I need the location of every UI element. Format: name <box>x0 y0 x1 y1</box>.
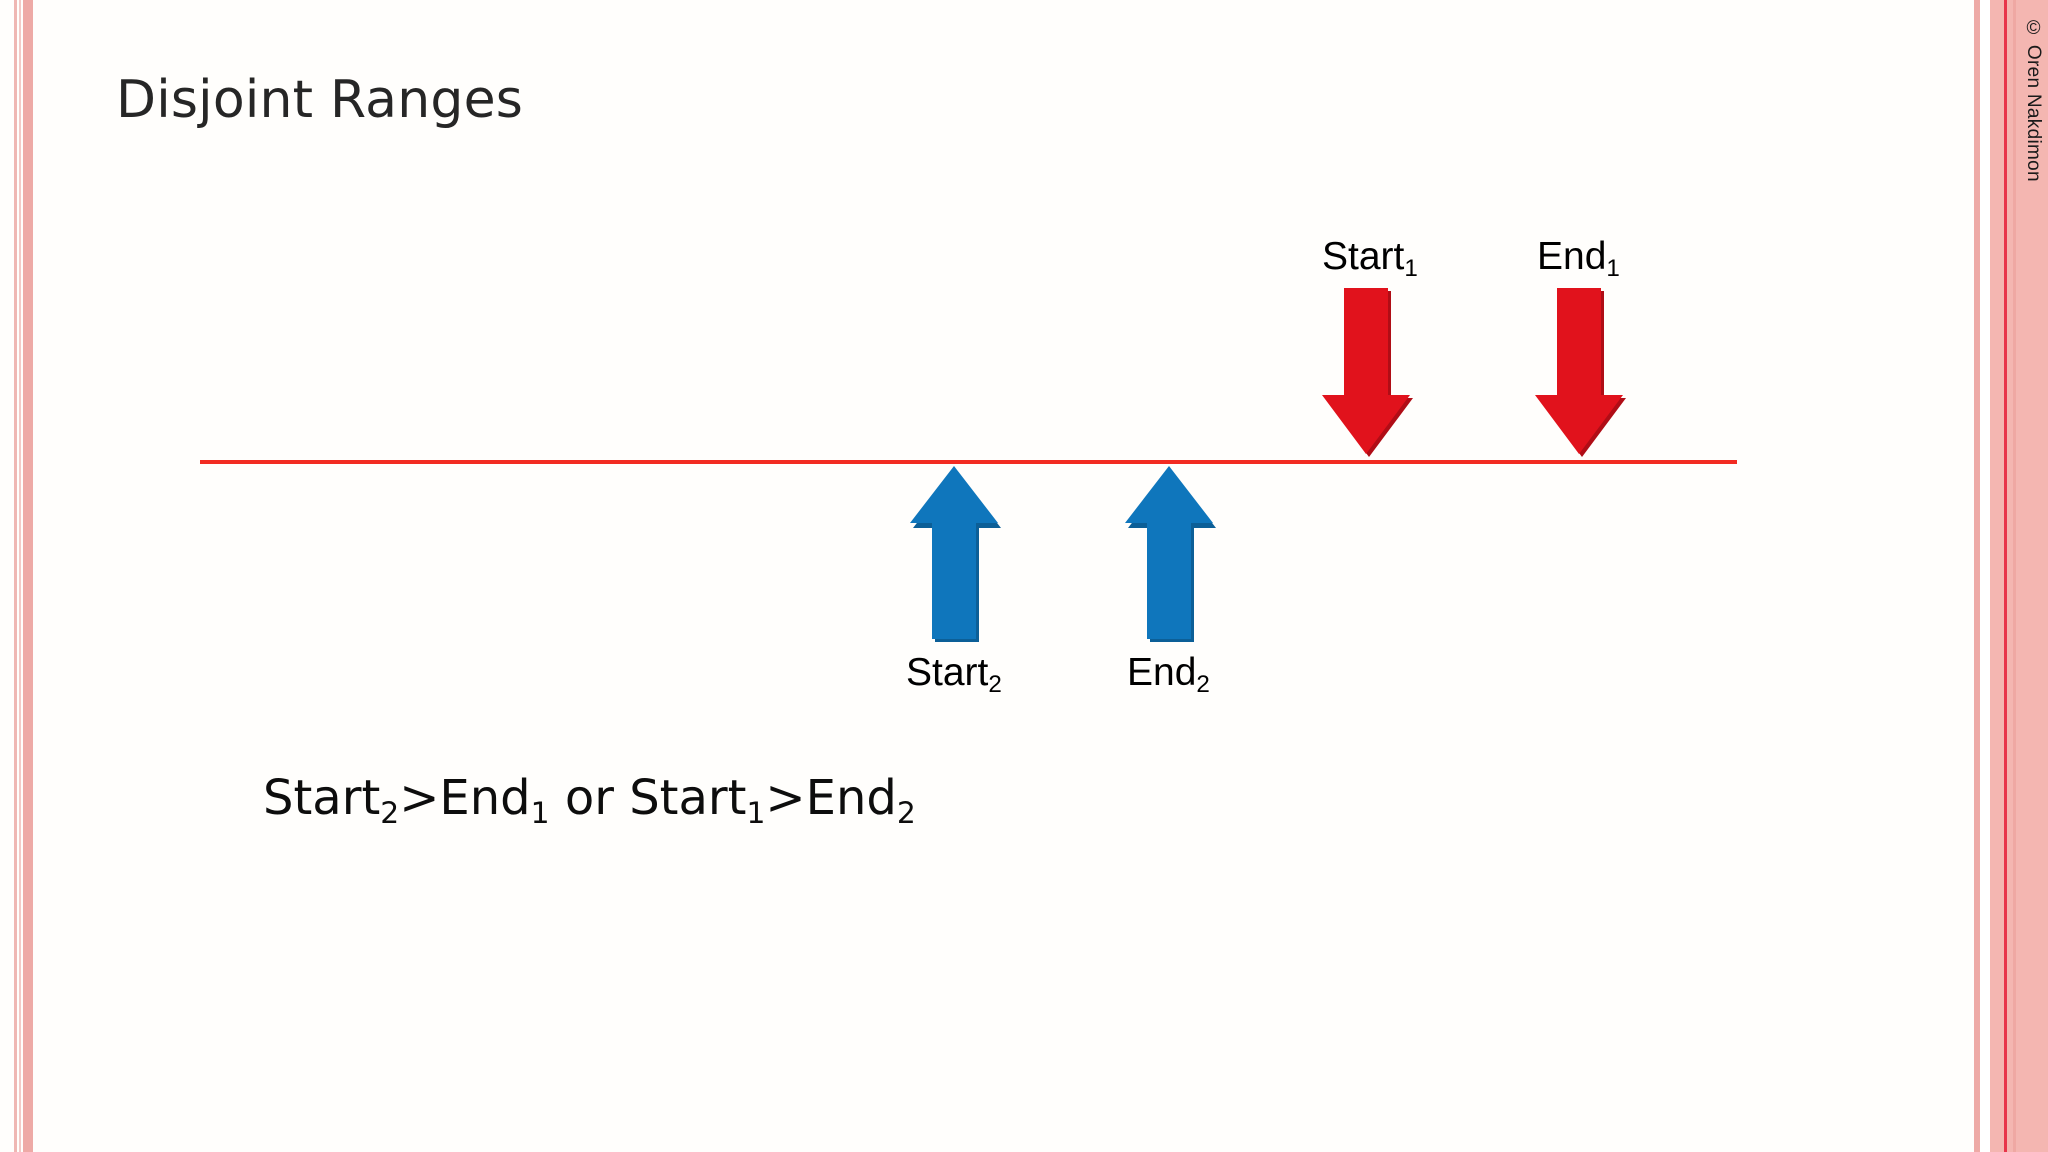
formula-token: End <box>805 770 897 826</box>
formula-token: Start <box>263 770 381 826</box>
marker-label-start1: Start1 <box>1322 235 1418 280</box>
arrow-up-end2 <box>1123 466 1219 642</box>
arrow-down-end1 <box>1533 288 1629 460</box>
marker-label-end1-subscript: 1 <box>1606 254 1620 282</box>
marker-label-end2-subscript: 2 <box>1196 670 1210 698</box>
formula-subscript: 1 <box>746 795 766 831</box>
formula-subscript: 2 <box>896 795 916 831</box>
marker-label-end1: End1 <box>1537 235 1620 280</box>
formula-token: End <box>439 770 531 826</box>
right-border-accent-line <box>2004 0 2007 1152</box>
formula-subscript: 1 <box>530 795 550 831</box>
formula-token: or <box>549 770 630 826</box>
left-border-stripe-wide <box>23 0 33 1152</box>
disjoint-condition-formula: Start2>End1 or Start1>End2 <box>263 774 916 828</box>
right-border-gap <box>1980 0 1990 1152</box>
marker-label-end2: End2 <box>1127 651 1210 696</box>
number-line <box>200 460 1737 464</box>
right-border-panel <box>1990 0 2048 1152</box>
formula-token: > <box>399 770 440 826</box>
left-border-stripe-thin-a <box>14 0 17 1152</box>
formula-token: Start <box>629 770 747 826</box>
arrow-down-start1 <box>1320 288 1416 460</box>
page-title: Disjoint Ranges <box>116 70 524 130</box>
copyright-notice: © Oren Nakdimon <box>2023 18 2044 182</box>
marker-label-start1-subscript: 1 <box>1404 254 1418 282</box>
marker-label-end2-text: End <box>1127 651 1197 694</box>
marker-label-start1-text: Start <box>1322 235 1405 278</box>
marker-label-start2-text: Start <box>906 651 989 694</box>
marker-label-start2-subscript: 2 <box>988 670 1002 698</box>
formula-token: > <box>765 770 806 826</box>
formula-subscript: 2 <box>380 795 400 831</box>
right-border-stripe-thin <box>1974 0 1980 1152</box>
arrow-up-start2 <box>908 466 1004 642</box>
left-border-stripe-thin-b <box>19 0 21 1152</box>
marker-label-end1-text: End <box>1537 235 1607 278</box>
right-border-soft-line <box>2013 0 2016 1152</box>
marker-label-start2: Start2 <box>906 651 1002 696</box>
